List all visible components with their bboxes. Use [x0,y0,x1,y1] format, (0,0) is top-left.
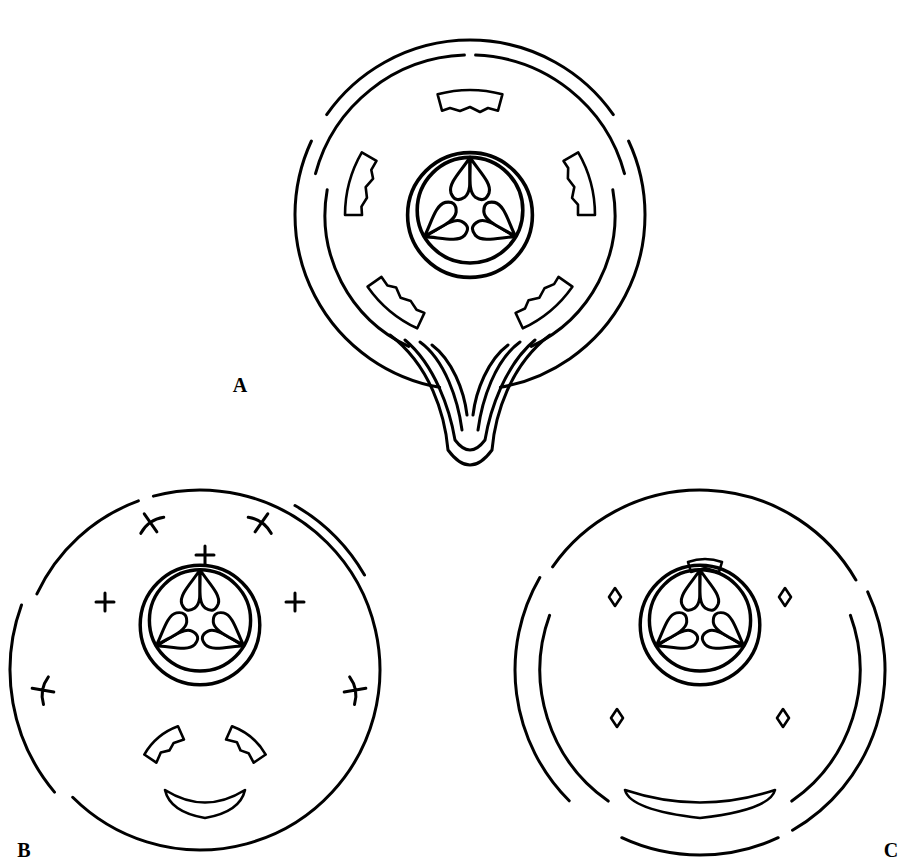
floral-diagram-b [10,490,380,850]
floral-diagram-a [295,40,645,465]
figure-letter: A [233,375,247,395]
figure-letter: C [884,840,898,860]
figure-letter: B [17,840,30,860]
floral-diagram-c [515,490,885,855]
